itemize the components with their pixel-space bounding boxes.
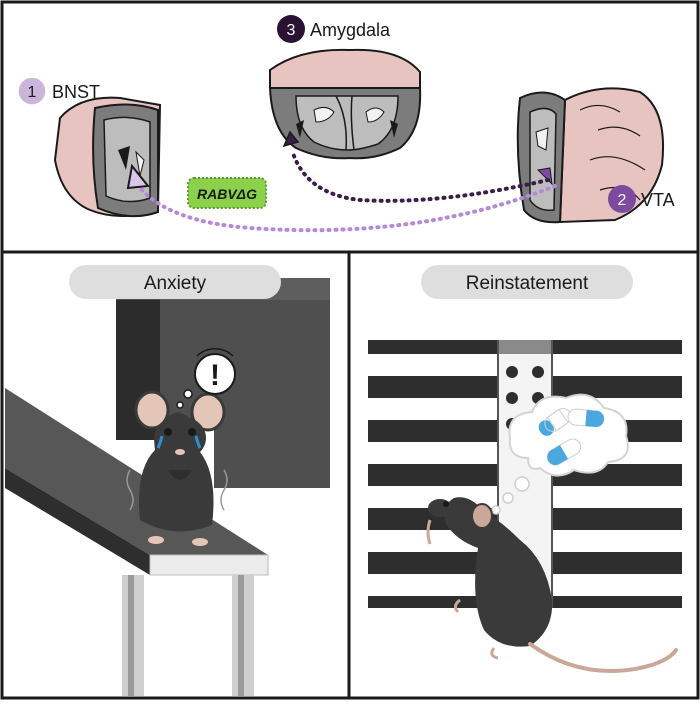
alarm-symbol: !	[210, 359, 220, 392]
reinstatement-panel	[368, 340, 682, 673]
pill-capsule	[538, 408, 572, 436]
virus-label: RABVΔG	[197, 186, 257, 202]
vta-to-bnst-trace	[138, 184, 557, 233]
region-badge-bnst: 1 BNST	[17, 76, 100, 106]
striped-chamber-wall-right	[552, 340, 682, 608]
vta-brain-section	[516, 87, 665, 224]
anxious-mouse	[126, 390, 228, 546]
anxiety-title-pill: Anxiety	[69, 265, 281, 299]
striped-chamber-wall-left	[368, 340, 498, 608]
region-badge-vta: 2 VTA	[608, 185, 675, 213]
amygdala-brain-section	[268, 48, 422, 160]
vta-number: 2	[618, 192, 627, 209]
rabv-virus-tag: RABVΔG	[187, 177, 267, 209]
pill-capsule	[546, 438, 582, 466]
anxiety-thought-bubble: !	[176, 348, 236, 409]
amygdala-number: 3	[287, 22, 296, 39]
anxiety-title: Anxiety	[144, 273, 207, 294]
reinstatement-title: Reinstatement	[466, 273, 589, 294]
bnst-label: BNST	[52, 82, 100, 102]
reinstatement-title-pill: Reinstatement	[421, 265, 633, 299]
vta-to-amygdala-trace	[290, 148, 550, 203]
bnst-brain-section	[53, 96, 162, 218]
anxiety-panel: !	[5, 278, 330, 696]
amygdala-label: Amygdala	[310, 20, 391, 40]
pill-thought-cloud	[491, 393, 629, 515]
region-badge-amygdala: 3 Amygdala	[277, 15, 391, 43]
bnst-number: 1	[28, 84, 37, 101]
top-panel: RABVΔG 1 BNST 3 Amygdala 2 VTA	[17, 15, 675, 233]
vta-label: VTA	[641, 190, 675, 210]
pill-capsule	[567, 408, 605, 428]
rearing-mouse	[426, 497, 678, 673]
